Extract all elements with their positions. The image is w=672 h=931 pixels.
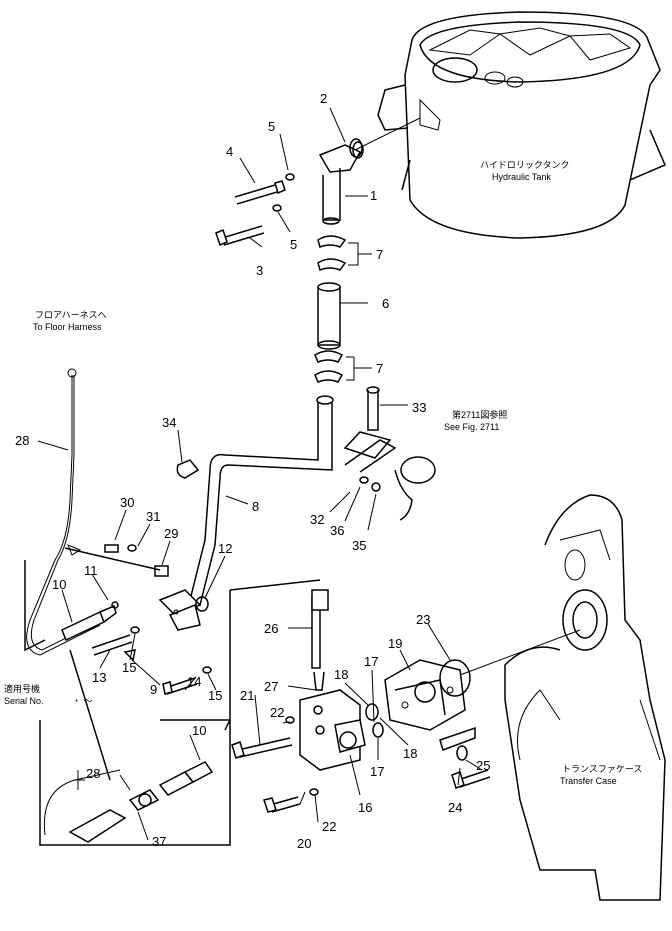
o-ring-18 (365, 703, 379, 721)
transfer-case-label: Transfer Case (560, 776, 617, 786)
ring-36 (359, 476, 369, 484)
valve-block-top (158, 589, 209, 631)
part-number-28-inset: 28 (86, 766, 100, 781)
screw-30 (104, 544, 119, 553)
part-number-23: 23 (416, 612, 430, 627)
bolts-3-4 (215, 173, 295, 247)
serial-no-range: ・ ～ (72, 696, 93, 706)
part-number-22a: 22 (270, 705, 284, 720)
part-number-1: 1 (370, 188, 377, 203)
part-number-17a: 17 (364, 654, 378, 669)
part-number-12: 12 (218, 541, 232, 556)
part-number-25: 25 (476, 758, 490, 773)
o-ring-17 (372, 722, 384, 738)
floor-harness-label: To Floor Harness (33, 322, 102, 332)
part-numbers: 1 2 3 4 5 5 6 7 7 8 9 10 10 11 12 13 14 … (15, 91, 490, 851)
part-number-6: 6 (382, 296, 389, 311)
bolt-24 (457, 769, 491, 788)
part-number-7a: 7 (376, 247, 383, 262)
serial-inset (39, 719, 231, 846)
washer-31 (127, 544, 137, 552)
part-number-22b: 22 (322, 819, 336, 834)
clamp-34 (176, 459, 200, 479)
connector-29 (154, 565, 169, 577)
washer-25 (456, 745, 468, 761)
leader-lines (37, 107, 483, 841)
part-number-7b: 7 (376, 361, 383, 376)
o-ring-2 (352, 141, 364, 159)
suction-pipe (314, 138, 363, 383)
o-ring-23 (439, 659, 471, 697)
part-number-18b: 18 (403, 746, 417, 761)
part-number-20: 20 (297, 836, 311, 851)
valve-assembly (231, 589, 366, 813)
fitting-9 (123, 649, 136, 662)
part-number-10-top: 10 (52, 577, 66, 592)
part-number-17b: 17 (370, 764, 384, 779)
washer-15b (202, 666, 212, 674)
bracket-33 (343, 386, 436, 521)
part-number-32: 32 (310, 512, 324, 527)
part-number-27: 27 (264, 679, 278, 694)
part-number-10-inset: 10 (192, 723, 206, 738)
part-number-37: 37 (152, 834, 166, 849)
part-number-29: 29 (164, 526, 178, 541)
part-number-28-top: 28 (15, 433, 29, 448)
hydraulic-tank-label-jp: ハイドロリックタンク (480, 160, 569, 170)
part-number-36: 36 (330, 523, 344, 538)
washer-15a (130, 626, 140, 634)
part-number-3: 3 (256, 263, 263, 278)
part-number-21: 21 (240, 688, 254, 703)
part-number-5b: 5 (290, 237, 297, 252)
serial-no-label: Serial No. (4, 696, 44, 706)
part-number-26: 26 (264, 621, 278, 636)
part-number-34: 34 (162, 415, 176, 430)
floor-harness-label-jp: フロアハーネスへ (35, 310, 107, 320)
part-number-33: 33 (412, 400, 426, 415)
part-number-15a: 15 (122, 660, 136, 675)
transfer-case (504, 494, 666, 901)
part-number-16: 16 (358, 800, 372, 815)
part-number-30: 30 (120, 495, 134, 510)
part-number-15b: 15 (208, 688, 222, 703)
nut-35 (371, 482, 381, 492)
hydraulic-tank-label: Hydraulic Tank (492, 172, 551, 182)
sensor-10-top (61, 601, 119, 642)
pipe-8 (189, 395, 397, 606)
wiring-harness (24, 368, 321, 781)
part-number-9: 9 (150, 682, 157, 697)
see-fig-label-jp: 第2711図参照 (452, 409, 507, 420)
see-fig-label: See Fig. 2711 (444, 422, 499, 432)
part-number-19: 19 (388, 636, 402, 651)
part-number-31: 31 (146, 509, 160, 524)
part-number-13: 13 (92, 670, 106, 685)
part-number-35: 35 (352, 538, 366, 553)
part-number-5a: 5 (268, 119, 275, 134)
part-number-2: 2 (320, 91, 327, 106)
part-number-14: 14 (187, 674, 201, 689)
bolt-13 (91, 634, 133, 656)
hydraulic-tank (377, 11, 666, 239)
part-number-8: 8 (252, 499, 259, 514)
part-number-11: 11 (84, 563, 98, 578)
part-number-24: 24 (448, 800, 462, 815)
part-number-4: 4 (226, 144, 233, 159)
part-number-18a: 18 (334, 667, 348, 682)
transfer-case-label-jp: トランスファケース (562, 764, 642, 774)
serial-no-label-jp: 適用号機 (4, 683, 40, 694)
